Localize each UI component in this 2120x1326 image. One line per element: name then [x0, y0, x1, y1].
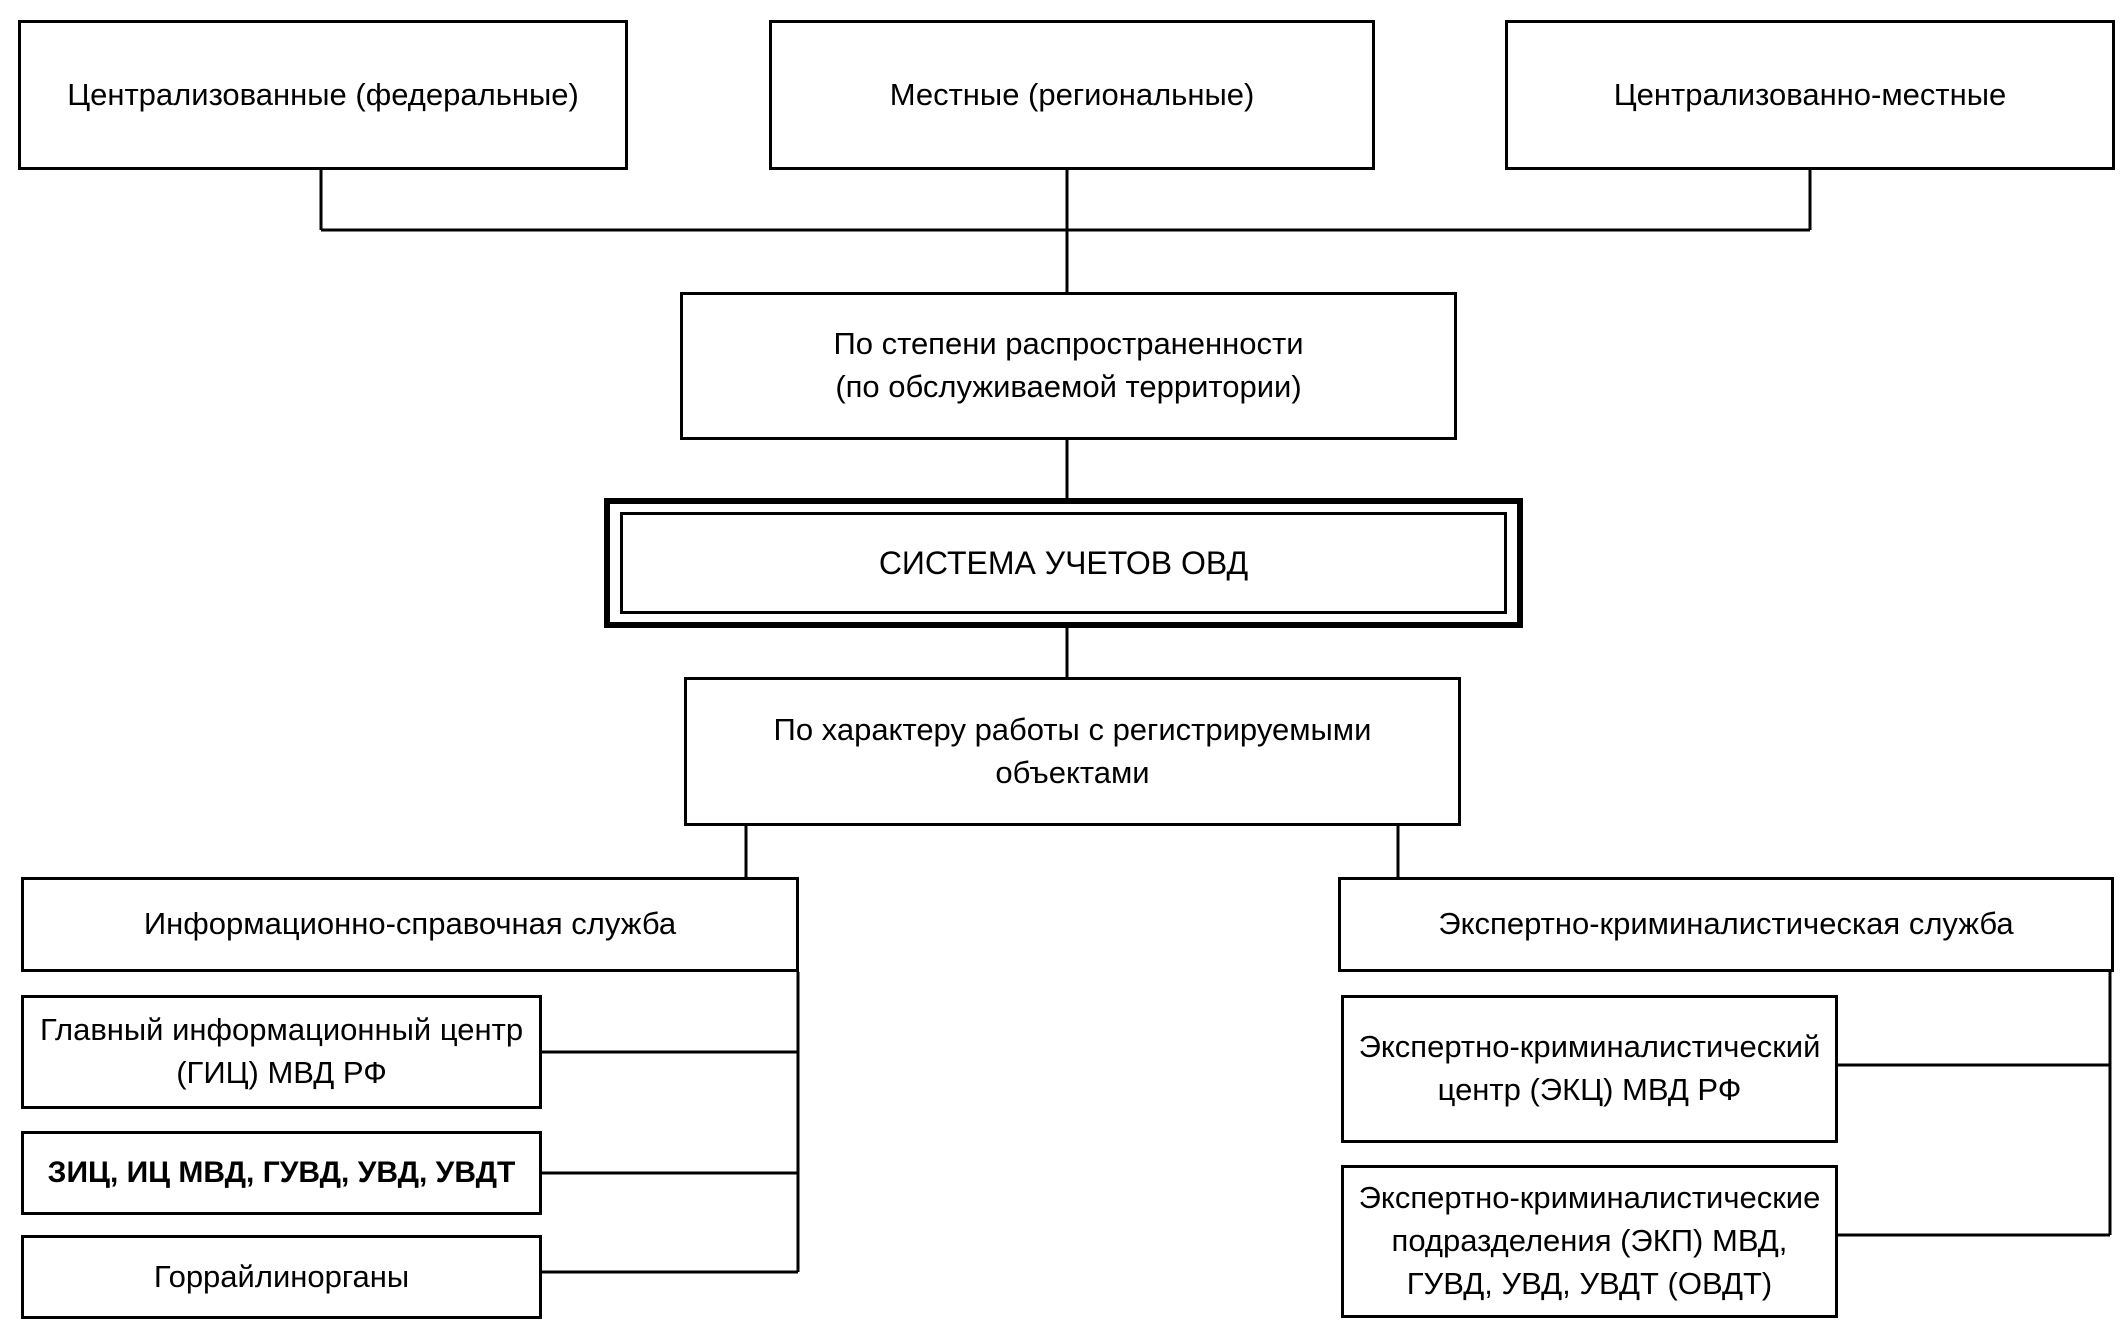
- label-local: Местные (региональные): [889, 76, 1255, 112]
- info-item-1-line2: (ГИЦ) МВД РФ: [176, 1055, 387, 1090]
- territory-criterion-line2: (по обслуживаемой территории): [835, 369, 1302, 404]
- info-item-1-line1: Главный информационный центр: [39, 1012, 524, 1048]
- box-centralized-local: Централизованно-местные: [1505, 20, 2115, 170]
- forensic-item-1-line1: Экспертно-криминалистический: [1358, 1029, 1821, 1065]
- label-centralized: Централизованные (федеральные): [67, 76, 579, 112]
- forensic-item-2-line2: подразделения (ЭКП) МВД,: [1391, 1223, 1788, 1259]
- box-info-item-1: Главный информационный центр (ГИЦ) МВД Р…: [21, 995, 542, 1109]
- forensic-item-1-line2: центр (ЭКЦ) МВД РФ: [1437, 1072, 1742, 1107]
- label-centralized-local: Централизованно-местные: [1613, 76, 2007, 112]
- forensic-item-2-line1: Экспертно-криминалистические: [1358, 1180, 1821, 1216]
- box-centralized: Централизованные (федеральные): [18, 20, 628, 170]
- box-info-item-3: Горрайлинорганы: [21, 1235, 542, 1319]
- box-forensic-item-2: Экспертно-криминалистические подразделен…: [1341, 1165, 1838, 1318]
- work-criterion-line1: По характеру работы с регистрируемыми: [773, 711, 1372, 747]
- box-work-criterion: По характеру работы с регистрируемыми об…: [684, 677, 1461, 826]
- info-item-3-label: Горрайлинорганы: [153, 1258, 410, 1294]
- work-criterion-line2: объектами: [995, 754, 1150, 790]
- info-item-2-label: ЗИЦ, ИЦ МВД, ГУВД, УВД, УВДТ: [47, 1156, 516, 1190]
- territory-criterion-line1: По степени распространенности: [833, 326, 1304, 362]
- box-territory-criterion: По степени распространенности (по обслуж…: [680, 292, 1457, 440]
- central-title: СИСТЕМА УЧЕТОВ ОВД: [878, 544, 1249, 581]
- box-info-service: Информационно-справочная служба: [21, 877, 799, 972]
- info-service-title: Информационно-справочная служба: [143, 906, 677, 942]
- box-local: Местные (региональные): [769, 20, 1375, 170]
- forensic-item-2-line3: ГУВД, УВД, УВДТ (ОВДТ): [1406, 1265, 1773, 1301]
- box-central: СИСТЕМА УЧЕТОВ ОВД: [620, 512, 1507, 614]
- box-forensic-service: Экспертно-криминалистическая служба: [1338, 877, 2114, 972]
- box-info-item-2: ЗИЦ, ИЦ МВД, ГУВД, УВД, УВДТ: [21, 1131, 542, 1215]
- forensic-service-title: Экспертно-криминалистическая служба: [1438, 906, 2014, 942]
- box-forensic-item-1: Экспертно-криминалистический центр (ЭКЦ)…: [1341, 995, 1838, 1143]
